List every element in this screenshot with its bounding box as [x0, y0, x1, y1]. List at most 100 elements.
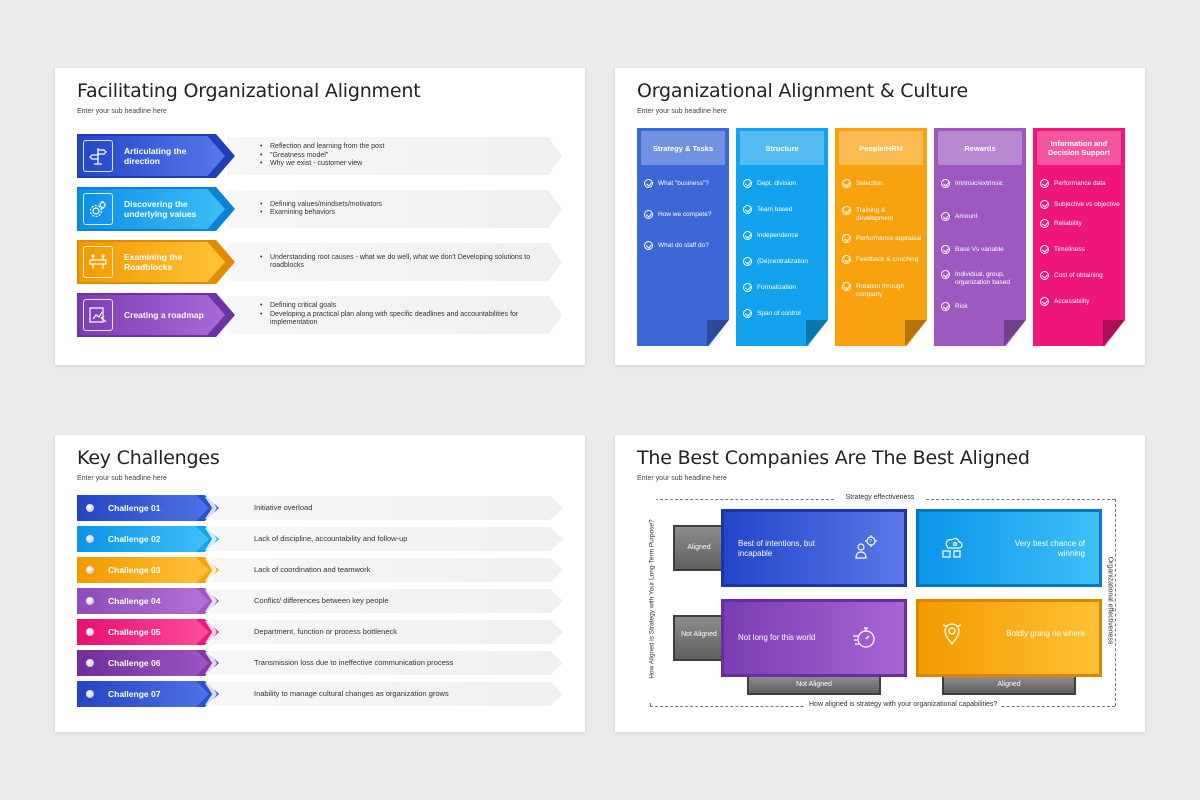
challenge-row: Challenge 01 Initiative overload [77, 495, 563, 521]
slide-facilitating-alignment[interactable]: Facilitating Organizational Alignment En… [55, 68, 585, 365]
step-bullets: Defining critical goals Developing a pra… [260, 293, 560, 337]
step-label: Creating a roadmap [124, 310, 204, 320]
column-item: Performance data [1040, 179, 1121, 189]
slide-title: Facilitating Organizational Alignment [77, 80, 421, 102]
check-circle-icon [1040, 271, 1049, 280]
bullet-dot-icon [86, 504, 94, 512]
column-items: Intrinsic/extrinsic Amount Base Vs varia… [941, 179, 1022, 312]
challenge-track [197, 496, 563, 520]
item-text: What "business"? [658, 180, 709, 187]
column-header: People/HRM [839, 131, 923, 165]
confused-person-icon: ? [852, 534, 878, 560]
page-fold [905, 320, 927, 346]
challenge-text: Department, function or process bottlene… [254, 627, 397, 636]
item-text: Base Vs variable [955, 246, 1004, 253]
column-item: Subjective vs objective [1040, 200, 1121, 210]
item-text: Risk [955, 303, 968, 310]
culture-column: People/HRM Selection Training & developm… [835, 128, 927, 346]
top-axis-label: Strategy effectiveness [835, 494, 925, 501]
item-text: Feedback & coaching [856, 256, 919, 263]
bullet-item: Defining values/mindsets/motivators [260, 201, 560, 210]
column-item: Reliability [1040, 219, 1121, 229]
challenge-tab-face [77, 526, 209, 552]
column-item: Dept. division [743, 179, 824, 189]
column-item: Risk [941, 302, 1022, 312]
quadrant-text: Best of intentions, but incapable [738, 539, 815, 558]
column-items: Selection Training & development Perform… [842, 179, 923, 299]
column-items: Performance data Subjective vs objective… [1040, 179, 1121, 307]
column-item: (De)centralization [743, 257, 824, 267]
check-circle-icon [941, 245, 950, 254]
column-item: Team based [743, 205, 824, 215]
challenge-label: Challenge 01 [108, 503, 161, 513]
challenge-row: Challenge 02 Lack of discipline, account… [77, 526, 563, 552]
slide-title: The Best Companies Are The Best Aligned [637, 447, 1030, 469]
bullet-dot-icon [86, 628, 94, 636]
check-circle-icon [1040, 219, 1049, 228]
step-tab: Discovering the underlying values [77, 187, 235, 231]
values-gears-icon [83, 193, 113, 225]
bullet-item: Reflection and learning from the post [260, 143, 560, 152]
right-axis-label: Organizational effectiveness [1106, 552, 1114, 649]
column-item: How we compete? [644, 210, 725, 220]
column-item: Rotation through company [842, 282, 923, 299]
column-item: Feedback & coaching [842, 255, 923, 265]
column-item: Intrinsic/extrinsic [941, 179, 1022, 189]
challenge-label: Challenge 03 [108, 565, 161, 575]
check-circle-icon [842, 282, 851, 291]
challenge-row: Challenge 06 Transmission loss due to in… [77, 650, 563, 676]
item-text: Reliability [1054, 220, 1082, 227]
roadmap-icon [83, 299, 113, 331]
column-item: Amount [941, 212, 1022, 222]
row-tag-not-aligned: Not Aligned [673, 615, 725, 661]
alignment-step: Examining the Roadblocks Understanding r… [77, 240, 567, 284]
alignment-step: Articulating the direction Reflection an… [77, 134, 567, 178]
bullet-item: Understanding root causes - what we do w… [260, 254, 560, 271]
step-label: Discovering the underlying values [124, 199, 197, 219]
bullet-item: Defining critical goals [260, 302, 560, 311]
check-circle-icon [842, 206, 851, 215]
slide-key-challenges[interactable]: Key Challenges Enter your sub headline h… [55, 435, 585, 732]
slide-title: Organizational Alignment & Culture [637, 80, 969, 102]
item-text: Team based [757, 206, 793, 213]
column-items: What "business"? How we compete? What do… [644, 179, 725, 251]
challenge-row: Challenge 05 Department, function or pro… [77, 619, 563, 645]
slide-alignment-culture[interactable]: Organizational Alignment & Culture Enter… [615, 68, 1145, 365]
step-label: Examining the Roadblocks [124, 252, 183, 272]
quadrant-text: Very best chance of winning [1014, 539, 1085, 558]
item-text: What do staff do? [658, 242, 709, 249]
challenge-row: Challenge 03 Lack of coordination and te… [77, 557, 563, 583]
step-bullets: Reflection and learning from the post "G… [260, 134, 560, 178]
page-fold [1103, 320, 1125, 346]
step-tab: Examining the Roadblocks [77, 240, 235, 284]
challenge-label: Challenge 06 [108, 658, 161, 668]
bullet-dot-icon [86, 597, 94, 605]
column-items: Dept. division Team based Independence (… [743, 179, 824, 319]
quadrant-bottom-left: Not long for this world [721, 599, 907, 677]
item-text: Accessibility [1054, 298, 1090, 305]
column-item: Selection [842, 179, 923, 189]
item-text: Selection [856, 180, 883, 187]
column-item: Performance appraisal [842, 234, 923, 244]
challenge-track [197, 620, 563, 644]
bullet-item: Examining behaviors [260, 209, 560, 218]
item-text: Intrinsic/extrinsic [955, 180, 1004, 187]
column-item: Base Vs variable [941, 245, 1022, 255]
challenge-text: Initiative overload [254, 503, 313, 512]
check-circle-icon [743, 205, 752, 214]
check-circle-icon [644, 241, 653, 250]
right-axis-line [1115, 499, 1116, 706]
roadblock-icon [83, 246, 113, 278]
challenge-row: Challenge 04 Conflict/ differences betwe… [77, 588, 563, 614]
challenge-tab-face [77, 681, 209, 707]
check-circle-icon [743, 179, 752, 188]
check-circle-icon [743, 283, 752, 292]
culture-column: Rewards Intrinsic/extrinsic Amount Base … [934, 128, 1026, 346]
step-bullets: Defining values/mindsets/motivators Exam… [260, 187, 560, 231]
slide-best-aligned[interactable]: The Best Companies Are The Best Aligned … [615, 435, 1145, 732]
check-circle-icon [842, 179, 851, 188]
challenge-text: Lack of discipline, accountability and f… [254, 534, 408, 543]
column-item: Individual, group, organization based [941, 270, 1022, 287]
check-circle-icon [1040, 297, 1049, 306]
bullet-dot-icon [86, 659, 94, 667]
